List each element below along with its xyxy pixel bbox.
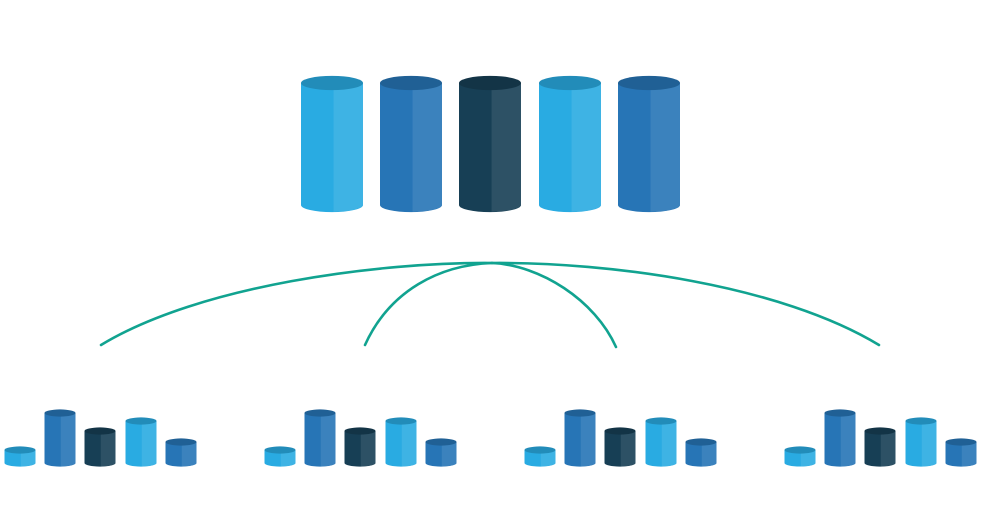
top-cylinder-4 (539, 75, 601, 213)
bottom-cylinder-3 (84, 427, 116, 467)
top-cylinder-5 (618, 75, 680, 213)
bottom-cylinder-5 (425, 438, 457, 467)
bottom-cylinder-4 (385, 417, 417, 467)
bottom-cylinder-1 (524, 446, 556, 467)
inner-arc-right (490, 261, 618, 349)
bottom-cylinder-groups (4, 409, 977, 467)
bottom-cylinder-3 (344, 427, 376, 467)
bottom-cylinder-3 (864, 427, 896, 467)
bottom-cylinder-4 (905, 417, 937, 467)
bottom-cylinder-2 (564, 409, 596, 467)
bottom-group-4 (784, 409, 977, 467)
bottom-cylinder-3 (604, 427, 636, 467)
bottom-group-1 (4, 409, 197, 467)
outer-arc-right (490, 261, 881, 347)
top-cylinder-2 (380, 75, 442, 213)
connector-arcs (99, 261, 881, 349)
bottom-cylinder-2 (44, 409, 76, 467)
bottom-cylinder-2 (304, 409, 336, 467)
top-cylinder-group (301, 75, 680, 213)
bottom-cylinder-1 (784, 446, 816, 467)
bottom-cylinder-5 (945, 438, 977, 467)
bottom-cylinder-4 (645, 417, 677, 467)
bottom-cylinder-5 (165, 438, 197, 467)
bottom-cylinder-5 (685, 438, 717, 467)
bottom-group-3 (524, 409, 717, 467)
bottom-cylinder-1 (264, 446, 296, 467)
inner-arc-left (363, 261, 494, 347)
bottom-cylinder-1 (4, 446, 36, 467)
top-cylinder-3 (459, 75, 521, 213)
bottom-cylinder-4 (125, 417, 157, 467)
outer-arc-left (99, 261, 494, 347)
top-cylinder-1 (301, 75, 363, 213)
bottom-cylinder-2 (824, 409, 856, 467)
bottom-group-2 (264, 409, 457, 467)
